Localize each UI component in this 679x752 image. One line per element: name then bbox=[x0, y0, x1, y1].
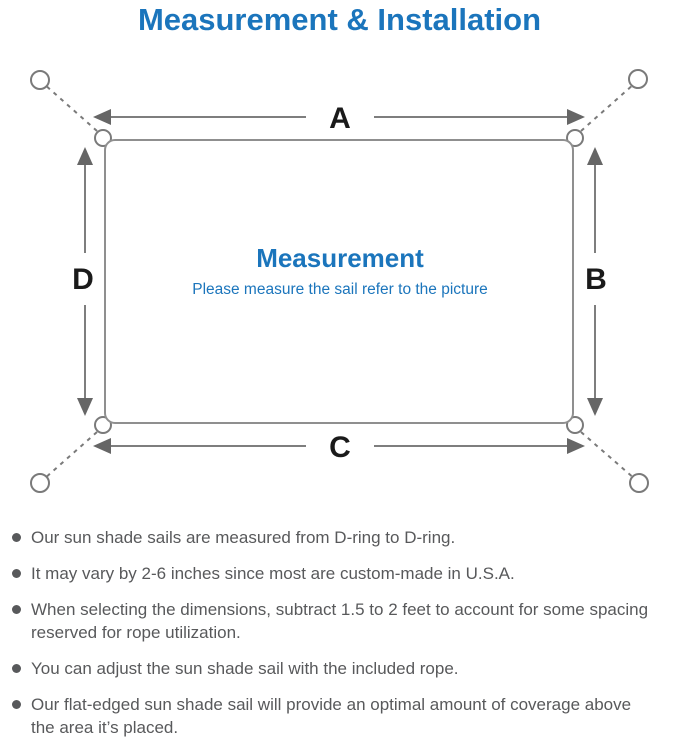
anchor-point-circle-top-left bbox=[30, 70, 50, 90]
rope-dashed-line-top-right bbox=[580, 83, 635, 132]
dimension-label-a: A bbox=[329, 102, 351, 135]
notes-list: Our sun shade sails are measured from D-… bbox=[0, 526, 679, 752]
d-ring-bottom-right bbox=[566, 416, 584, 434]
rope-dashed-line-top-left bbox=[43, 83, 98, 132]
dimension-label-b: B bbox=[585, 263, 607, 296]
dimension-arrow-c-left bbox=[93, 438, 111, 454]
center-subtitle: Please measure the sail refer to the pic… bbox=[192, 281, 488, 298]
note-text: You can adjust the sun shade sail with t… bbox=[31, 659, 459, 678]
d-ring-top-right bbox=[566, 129, 584, 147]
rope-dashed-line-bottom-left bbox=[43, 431, 98, 480]
bullet-icon bbox=[12, 533, 21, 542]
page-title: Measurement & Installation bbox=[137, 2, 542, 37]
d-ring-top-left bbox=[94, 129, 112, 147]
note-text: Our sun shade sails are measured from D-… bbox=[31, 528, 456, 547]
bullet-icon bbox=[12, 569, 21, 578]
list-item: Our sun shade sails are measured from D-… bbox=[12, 526, 675, 549]
d-ring-bottom-left bbox=[94, 416, 112, 434]
rope-dashed-line-bottom-right bbox=[580, 431, 636, 480]
anchor-point-circle-bottom-left bbox=[30, 473, 50, 493]
note-text: When selecting the dimensions, subtract … bbox=[31, 600, 649, 642]
anchor-points bbox=[30, 69, 649, 493]
shade-sail-rectangle bbox=[104, 139, 574, 424]
dimension-label-c: C bbox=[329, 431, 351, 464]
anchor-point-circle-top-right bbox=[628, 69, 648, 89]
dimension-arrow-b-up bbox=[587, 147, 603, 165]
dimension-arrow-a-left bbox=[93, 109, 111, 125]
measurement-diagram: A C D B Measurement Please measure the s… bbox=[30, 69, 649, 493]
dimension-label-d: D bbox=[72, 263, 94, 296]
list-item: When selecting the dimensions, subtract … bbox=[12, 598, 675, 644]
dimension-arrow-d-up bbox=[77, 147, 93, 165]
center-heading: Measurement bbox=[256, 243, 424, 273]
dimension-arrow-b-down bbox=[587, 398, 603, 416]
list-item: It may vary by 2-6 inches since most are… bbox=[12, 562, 675, 585]
anchor-point-circle-bottom-right bbox=[629, 473, 649, 493]
rope-dashed-lines bbox=[43, 83, 636, 480]
d-rings bbox=[94, 129, 584, 434]
dimension-arrow-d-down bbox=[77, 398, 93, 416]
bullet-icon bbox=[12, 700, 21, 709]
list-item: You can adjust the sun shade sail with t… bbox=[12, 657, 675, 680]
note-text: It may vary by 2-6 inches since most are… bbox=[31, 564, 515, 583]
list-item: Our flat-edged sun shade sail will provi… bbox=[12, 693, 675, 739]
dimension-arrow-a-right bbox=[567, 109, 585, 125]
note-text: Our flat-edged sun shade sail will provi… bbox=[31, 695, 632, 737]
bullet-icon bbox=[12, 664, 21, 673]
dimension-arrow-c-right bbox=[567, 438, 585, 454]
bullet-icon bbox=[12, 605, 21, 614]
